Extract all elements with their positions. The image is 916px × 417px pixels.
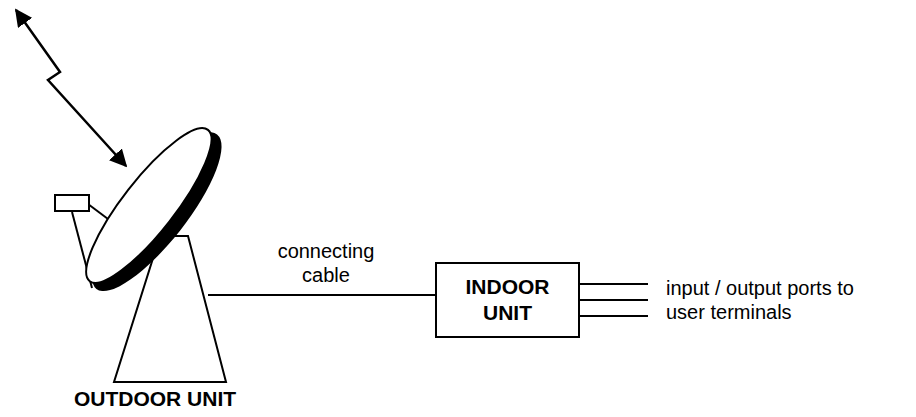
unit-name: OUTDOOR UNIT xyxy=(74,386,236,412)
port-line xyxy=(580,315,648,317)
outdoor-unit-label: OUTDOOR UNIT xyxy=(40,384,270,414)
port-line xyxy=(580,299,648,301)
signal-arrow xyxy=(16,10,126,166)
indoor-unit-box: INDOOR UNIT xyxy=(435,262,580,338)
unit-name: INDOOR UNIT xyxy=(466,274,550,326)
connecting-cable xyxy=(208,294,435,296)
dish-face xyxy=(69,114,228,297)
ports-label: input / output ports to user terminals xyxy=(666,276,871,324)
port-line xyxy=(580,283,648,285)
cable-label: connecting cable xyxy=(261,239,391,287)
feed-horn xyxy=(55,195,89,211)
